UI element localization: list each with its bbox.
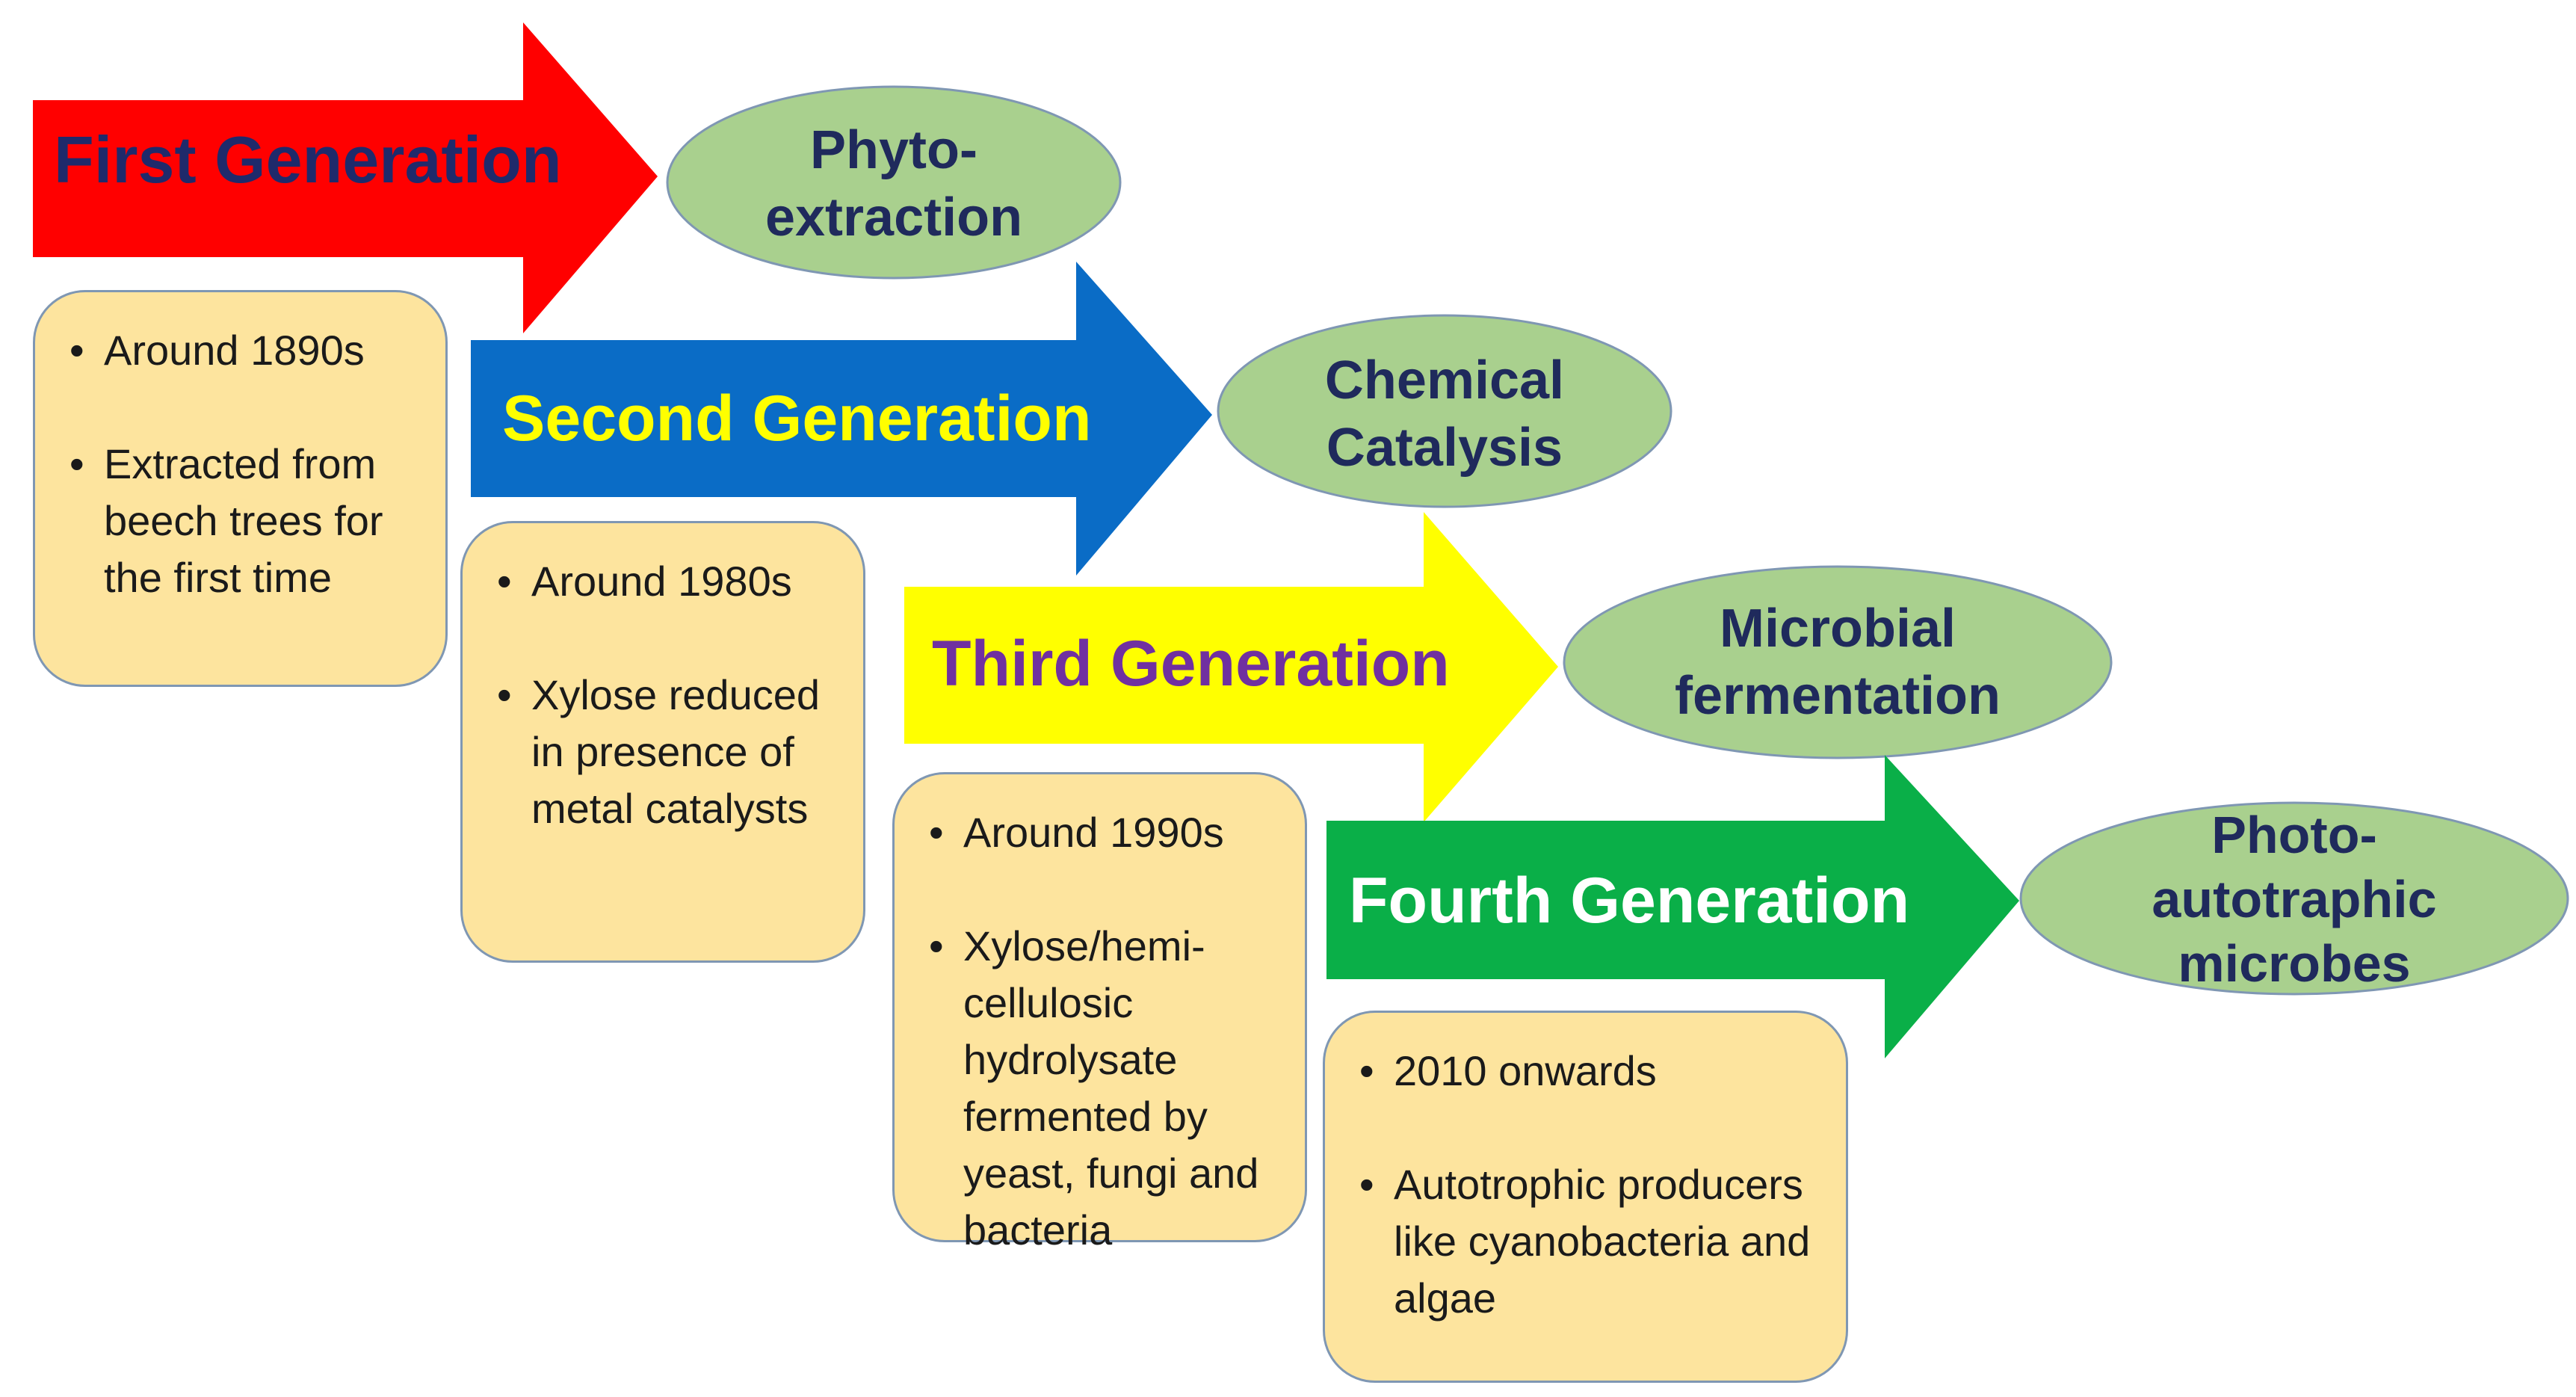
details-box-fourth-generation: 2010 onwards Autotrophic producers like …	[1323, 1011, 1848, 1383]
method-line: Microbial	[1720, 599, 1956, 659]
details-item: Around 1980s	[497, 553, 841, 610]
arrow-label: Fourth Generation	[1349, 865, 1909, 937]
generation-arrow-third: Third Generation	[904, 512, 1558, 822]
details-list: Around 1980s Xylose reduced in presence …	[497, 553, 841, 837]
generation-arrow-second: Second Generation	[471, 262, 1212, 576]
method-line: Chemical	[1325, 351, 1564, 410]
method-ellipse-chemical-catalysis: Chemical Catalysis	[1217, 314, 1672, 508]
method-line: autotraphic	[2152, 870, 2436, 928]
arrow-label: First Generation	[54, 123, 562, 197]
generation-arrow-fourth: Fourth Generation	[1326, 755, 2019, 1058]
method-ellipse-photoautotraphic-microbes: Photo- autotraphic microbes	[2019, 801, 2569, 996]
method-line: extraction	[765, 188, 1022, 247]
arrow-label: Third Generation	[932, 628, 1450, 700]
details-box-second-generation: Around 1980s Xylose reduced in presence …	[460, 521, 865, 963]
details-item: Around 1890s	[70, 322, 423, 379]
generation-arrow-first: First Generation	[33, 22, 658, 333]
method-ellipse-phytoextraction: Phyto- extraction	[666, 85, 1122, 280]
arrow-label: Second Generation	[502, 383, 1092, 454]
details-list: 2010 onwards Autotrophic producers like …	[1359, 1043, 1823, 1327]
method-line: Photo-	[2211, 806, 2377, 864]
details-item: Extracted from beech trees for the first…	[70, 436, 423, 606]
method-line: Catalysis	[1326, 418, 1563, 478]
details-box-third-generation: Around 1990s Xylose/hemi-cellulosic hydr…	[892, 772, 1307, 1253]
details-item: Xylose/hemi-cellulosic hydrolysate ferme…	[929, 918, 1282, 1259]
arrow-shape	[904, 512, 1558, 822]
details-item: Xylose reduced in presence of metal cata…	[497, 667, 841, 837]
method-ellipse-microbial-fermentation: Microbial fermentation	[1563, 565, 2113, 759]
arrow-shape	[471, 262, 1212, 576]
details-item: Autotrophic producers like cyanobacteria…	[1359, 1156, 1823, 1327]
method-line: Phyto-	[810, 120, 977, 180]
arrow-shape	[33, 22, 658, 333]
method-line: fermentation	[1675, 666, 2001, 726]
details-item: Around 1990s	[929, 804, 1282, 861]
details-list: Around 1890s Extracted from beech trees …	[70, 322, 423, 606]
details-box-first-generation: Around 1890s Extracted from beech trees …	[33, 290, 448, 687]
details-list: Around 1990s Xylose/hemi-cellulosic hydr…	[929, 804, 1282, 1259]
details-item: 2010 onwards	[1359, 1043, 1823, 1100]
method-line: microbes	[2178, 934, 2410, 993]
arrow-shape	[1326, 755, 2019, 1058]
